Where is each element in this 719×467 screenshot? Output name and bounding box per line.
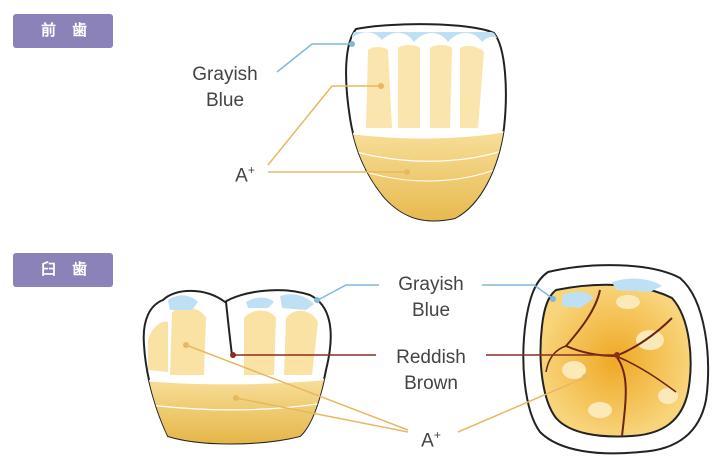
anterior-grayish-line1: Grayish (192, 64, 258, 85)
molar-occlusal-a-plus-leader (457, 377, 585, 433)
molar-occlusal-tooth (522, 264, 710, 455)
posterior-reddish-line2: Brown (404, 373, 458, 394)
posterior-reddish-brown-label: Reddish Brown (383, 345, 479, 397)
anterior-grayish-blue-label: Grayish Blue (183, 62, 267, 114)
anterior-a-plus-dot-1 (378, 83, 384, 89)
molar-side-reddish-brown-dot (230, 352, 236, 358)
posterior-a-plus-sup: + (433, 428, 441, 442)
molar-occlusal-grayish-blue-leader (482, 284, 553, 299)
posterior-reddish-line1: Reddish (396, 347, 466, 368)
posterior-a-plus-text: A (421, 430, 434, 452)
anterior-grayish-blue-dot (349, 41, 355, 47)
anterior-teeth-badge: 前 歯 (13, 14, 113, 48)
posterior-teeth-badge: 臼 歯 (13, 253, 113, 287)
posterior-grayish-line1: Grayish (398, 274, 464, 295)
incisor-tooth (345, 23, 507, 222)
posterior-grayish-blue-label: Grayish Blue (388, 272, 474, 324)
posterior-leader-lines (183, 284, 620, 433)
molar-side-a-plus-leader-2 (235, 397, 409, 433)
molar-side-a-plus-leader-1 (185, 344, 409, 431)
molar-side-a-plus-dot-2 (233, 395, 239, 401)
molar-occlusal-a-plus-dot (582, 374, 588, 380)
anterior-a-plus-sup: + (247, 163, 255, 177)
anterior-a-plus-label: A+ (228, 157, 262, 189)
anterior-a-plus-dot-2 (404, 169, 410, 175)
anterior-a-plus-text: A (235, 165, 248, 187)
molar-side-grayish-blue-leader (317, 284, 379, 301)
posterior-a-plus-label: A+ (414, 422, 448, 454)
anterior-grayish-blue-leader (276, 43, 350, 73)
molar-side-grayish-blue-dot (314, 297, 320, 303)
molar-side-a-plus-dot-1 (183, 342, 189, 348)
anterior-grayish-line2: Blue (205, 90, 245, 111)
posterior-grayish-line2: Blue (411, 300, 451, 321)
anterior-a-plus-leader-1 (267, 85, 380, 166)
molar-side-tooth (142, 289, 332, 445)
molar-occlusal-reddish-brown-dot (614, 352, 620, 358)
molar-occlusal-grayish-blue-dot (550, 296, 556, 302)
anterior-leader-lines (267, 41, 410, 175)
